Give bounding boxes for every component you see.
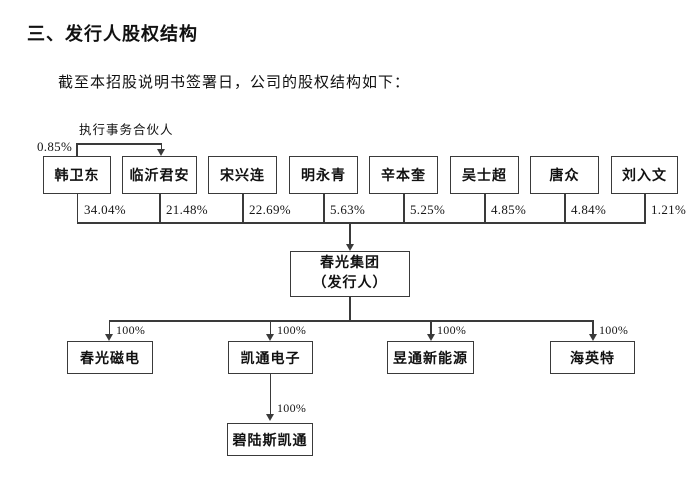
shareholder-box: 刘入文	[611, 156, 678, 194]
second-tier-percent-label: 100%	[277, 401, 307, 415]
ownership-percent-label: 21.48%	[166, 202, 208, 217]
subsidiary-percent-label: 100%	[116, 323, 146, 337]
subsidiary-box: 海英特	[550, 341, 635, 374]
connector-line	[76, 143, 162, 145]
arrowhead-icon	[345, 244, 354, 251]
subsidiary-box: 春光磁电	[67, 341, 153, 374]
connector-line	[644, 194, 646, 222]
connector-line	[76, 194, 78, 222]
issuer-box: 春光集团 （发行人）	[290, 251, 410, 297]
connector-line	[159, 194, 161, 222]
connector-line	[76, 222, 646, 224]
arrowhead-icon	[266, 334, 274, 341]
subsidiary-box: 昱通新能源	[387, 341, 474, 374]
subsidiary-percent-label: 100%	[437, 323, 467, 337]
arrowhead-icon	[426, 334, 435, 341]
connector-line	[160, 143, 162, 150]
connector-line	[242, 194, 244, 222]
subsidiary-percent-label: 100%	[599, 323, 629, 337]
connector-line	[108, 320, 110, 335]
shareholder-box: 临沂君安	[122, 156, 197, 194]
issuer-role: （发行人）	[312, 276, 388, 291]
connector-line	[323, 194, 325, 222]
connector-line	[349, 297, 351, 320]
arrowhead-icon	[588, 334, 597, 341]
ownership-percent-label: 5.25%	[410, 202, 446, 217]
ownership-percent-label: 5.63%	[330, 202, 366, 217]
subsidiary-box: 凯通电子	[228, 341, 313, 374]
issuer-name: 春光集团	[320, 255, 380, 271]
shareholder-box: 宋兴连	[208, 156, 277, 194]
shareholder-box: 唐众	[530, 156, 599, 194]
connector-line	[269, 320, 271, 335]
executive-partner-label: 执行事务合伙人	[79, 123, 174, 137]
second-tier-box: 碧陆斯凯通	[227, 423, 313, 456]
executive-partner-percent-label: 0.85%	[37, 139, 73, 154]
intro-text: 截至本招股说明书签署日，公司的股权结构如下：	[58, 75, 411, 91]
shareholder-box: 韩卫东	[43, 156, 111, 194]
shareholder-box: 吴士超	[450, 156, 519, 194]
connector-line	[564, 194, 566, 222]
shareholder-box: 辛本奎	[369, 156, 438, 194]
connector-line	[109, 320, 593, 322]
ownership-percent-label: 22.69%	[249, 202, 291, 217]
connector-line	[76, 143, 78, 156]
connector-line	[269, 374, 271, 415]
connector-line	[592, 320, 594, 335]
ownership-percent-label: 4.84%	[571, 202, 607, 217]
connector-line	[403, 194, 405, 222]
connector-line	[430, 320, 432, 335]
ownership-percent-label: 1.21%	[651, 202, 687, 217]
page-title: 三、发行人股权结构	[27, 24, 198, 44]
connector-line	[349, 222, 351, 245]
arrowhead-icon	[266, 414, 274, 421]
ownership-percent-label: 4.85%	[491, 202, 527, 217]
arrowhead-icon	[105, 334, 113, 341]
ownership-percent-label: 34.04%	[84, 202, 126, 217]
arrowhead-icon	[157, 149, 165, 156]
connector-line	[484, 194, 486, 222]
shareholder-box: 明永青	[289, 156, 358, 194]
subsidiary-percent-label: 100%	[277, 323, 307, 337]
